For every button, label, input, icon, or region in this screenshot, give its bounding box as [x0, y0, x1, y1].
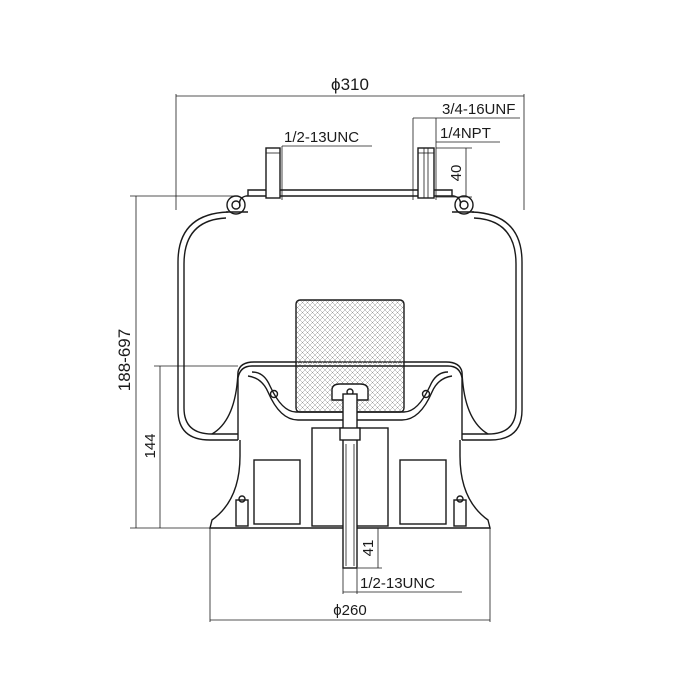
dim-air-fitting: 1/4NPT [435, 118, 500, 200]
dim-bottom-diameter: ϕ260 [209, 528, 491, 622]
air-fitting-label: 1/4NPT [440, 125, 491, 142]
bead-plate [226, 189, 474, 215]
overall-height-label: 188-697 [115, 329, 134, 391]
dim-top-diameter: ϕ310 [175, 75, 525, 210]
dim-top-thread-right: 3/4-16UNF [412, 101, 520, 200]
stud-height-label: 40 [448, 165, 465, 182]
bottom-thread-label: 1/2-13UNC [360, 575, 435, 592]
dim-overall-height: 188-697 [115, 195, 236, 529]
dim-bottom-thread: 1/2-13UNC [342, 566, 462, 594]
bottom-stud-label: 41 [360, 540, 377, 557]
dim-bottom-stud: 41 [358, 527, 382, 569]
dim-top-thread-left: 1/2-13UNC [281, 129, 372, 200]
center-bolt [331, 383, 369, 569]
dim-piston-height: 144 [142, 365, 238, 528]
top-stud-right [417, 147, 435, 199]
top-thread-right-label: 3/4-16UNF [442, 101, 515, 118]
top-stud-left [265, 147, 281, 199]
top-thread-left-label: 1/2-13UNC [284, 129, 359, 146]
bottom-diameter-label: ϕ260 [333, 602, 366, 619]
top-diameter-label: ϕ310 [331, 75, 369, 94]
piston-height-label: 144 [142, 433, 159, 458]
dim-stud-height: 40 [436, 147, 472, 198]
